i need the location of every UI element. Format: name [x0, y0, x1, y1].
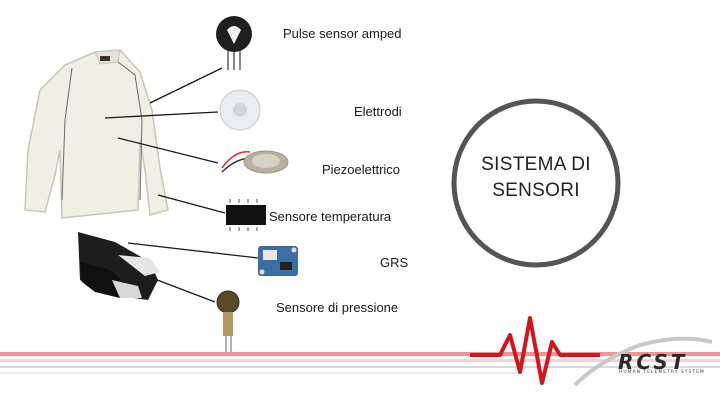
racing-shirt [24, 49, 169, 219]
logo-tagline: HUMAN TELEMETRY SYSTEM [619, 370, 705, 375]
temperature-chip-icon [226, 199, 266, 231]
pulse-sensor-icon [216, 16, 252, 70]
pressure-sensor-icon [216, 290, 240, 352]
electrode-icon [219, 89, 261, 131]
logo-name: RCST [618, 350, 688, 374]
circle-title-line2: SENSORI [492, 180, 580, 201]
label-electrodes: Elettrodi [354, 104, 402, 119]
racing-gloves [78, 232, 160, 300]
heartbeat-line [470, 316, 600, 385]
label-pressure-sensor: Sensore di pressione [276, 300, 399, 315]
label-pulse-sensor: Pulse sensor amped [283, 26, 402, 41]
piezo-disc-icon [221, 150, 289, 174]
label-piezo: Piezoelettrico [322, 162, 401, 177]
logo-swoosh [573, 336, 713, 387]
label-grs: GRS [380, 255, 409, 270]
connector-lines [104, 67, 259, 303]
label-temperature-sensor: Sensore temperatura [269, 209, 392, 224]
bottom-stripes [0, 352, 720, 374]
gsr-board-icon [258, 246, 298, 276]
circle-title: SISTEMA DI SENSORI [456, 152, 616, 204]
sensor-system-circle [451, 98, 621, 268]
circle-title-line1: SISTEMA DI [481, 154, 591, 175]
